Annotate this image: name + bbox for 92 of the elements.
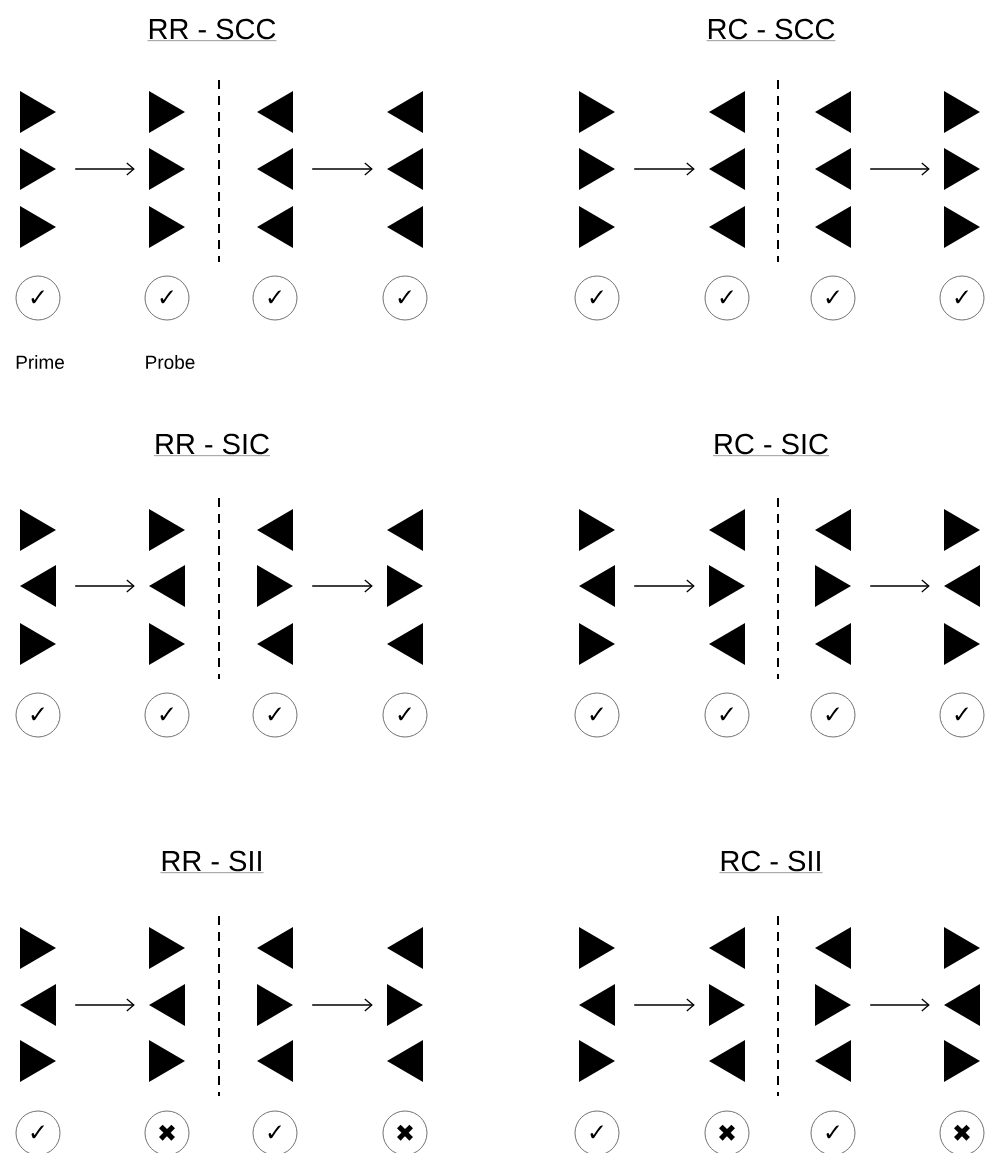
triangle xyxy=(709,148,745,190)
arrow xyxy=(74,162,135,176)
triangle xyxy=(944,148,980,190)
triangle xyxy=(579,91,615,133)
triangle xyxy=(387,1040,423,1082)
triangle xyxy=(149,206,185,248)
arrow xyxy=(74,579,135,593)
triangle xyxy=(579,623,615,665)
triangle xyxy=(20,623,56,665)
triangle xyxy=(257,91,293,133)
arrow xyxy=(74,998,135,1012)
triangle xyxy=(579,148,615,190)
arrow xyxy=(869,998,930,1012)
triangle xyxy=(579,509,615,551)
arrow xyxy=(311,162,373,176)
triangle xyxy=(944,206,980,248)
triangle xyxy=(815,623,851,665)
triangle xyxy=(257,984,293,1026)
triangle xyxy=(387,927,423,969)
triangle xyxy=(815,565,851,607)
triangle xyxy=(20,927,56,969)
triangle xyxy=(20,206,56,248)
triangle xyxy=(709,623,745,665)
triangle xyxy=(579,927,615,969)
triangle xyxy=(149,148,185,190)
triangle xyxy=(709,509,745,551)
panel-title: RC - SII xyxy=(719,850,823,873)
triangle xyxy=(709,565,745,607)
triangle xyxy=(149,565,185,607)
column-label: Probe xyxy=(146,355,195,369)
triangle xyxy=(257,927,293,969)
triangle xyxy=(149,1040,185,1082)
triangle xyxy=(944,927,980,969)
triangle xyxy=(815,984,851,1026)
triangle xyxy=(815,148,851,190)
triangle xyxy=(944,565,980,607)
arrow xyxy=(633,579,695,593)
triangle xyxy=(815,1040,851,1082)
triangle xyxy=(257,623,293,665)
triangle xyxy=(20,148,56,190)
triangle xyxy=(387,984,423,1026)
triangle xyxy=(387,206,423,248)
triangle xyxy=(149,623,185,665)
triangle xyxy=(20,91,56,133)
triangle xyxy=(149,509,185,551)
triangle xyxy=(579,206,615,248)
triangle xyxy=(944,623,980,665)
panel-title: RR - SII xyxy=(160,850,264,873)
triangle xyxy=(387,148,423,190)
triangle xyxy=(579,984,615,1026)
triangle xyxy=(387,623,423,665)
arrow xyxy=(633,162,695,176)
arrow xyxy=(869,579,930,593)
triangle xyxy=(579,565,615,607)
triangle xyxy=(709,927,745,969)
triangle xyxy=(944,91,980,133)
triangle xyxy=(20,984,56,1026)
arrow xyxy=(633,998,695,1012)
panel-title: RC - SCC xyxy=(706,18,836,41)
triangle xyxy=(815,509,851,551)
triangle xyxy=(709,984,745,1026)
triangle xyxy=(20,1040,56,1082)
triangle xyxy=(944,984,980,1026)
triangle xyxy=(20,565,56,607)
arrow xyxy=(311,579,373,593)
triangle xyxy=(387,565,423,607)
triangle xyxy=(149,927,185,969)
triangle xyxy=(579,1040,615,1082)
triangle xyxy=(944,509,980,551)
triangle xyxy=(257,565,293,607)
triangle xyxy=(709,206,745,248)
triangle xyxy=(149,91,185,133)
triangle xyxy=(149,984,185,1026)
panel-title: RR - SCC xyxy=(147,18,277,41)
triangle xyxy=(387,509,423,551)
triangle xyxy=(257,1040,293,1082)
triangle xyxy=(257,148,293,190)
triangle xyxy=(709,1040,745,1082)
panel-title: RC - SIC xyxy=(712,433,830,456)
triangle xyxy=(709,91,745,133)
panel-title: RR - SIC xyxy=(153,433,271,456)
triangle xyxy=(944,1040,980,1082)
triangle xyxy=(815,927,851,969)
column-label: Prime xyxy=(16,355,64,369)
triangle xyxy=(20,509,56,551)
arrow xyxy=(869,162,930,176)
triangle xyxy=(387,91,423,133)
triangle xyxy=(815,206,851,248)
triangle xyxy=(257,206,293,248)
triangle xyxy=(257,509,293,551)
triangle xyxy=(815,91,851,133)
arrow xyxy=(311,998,373,1012)
